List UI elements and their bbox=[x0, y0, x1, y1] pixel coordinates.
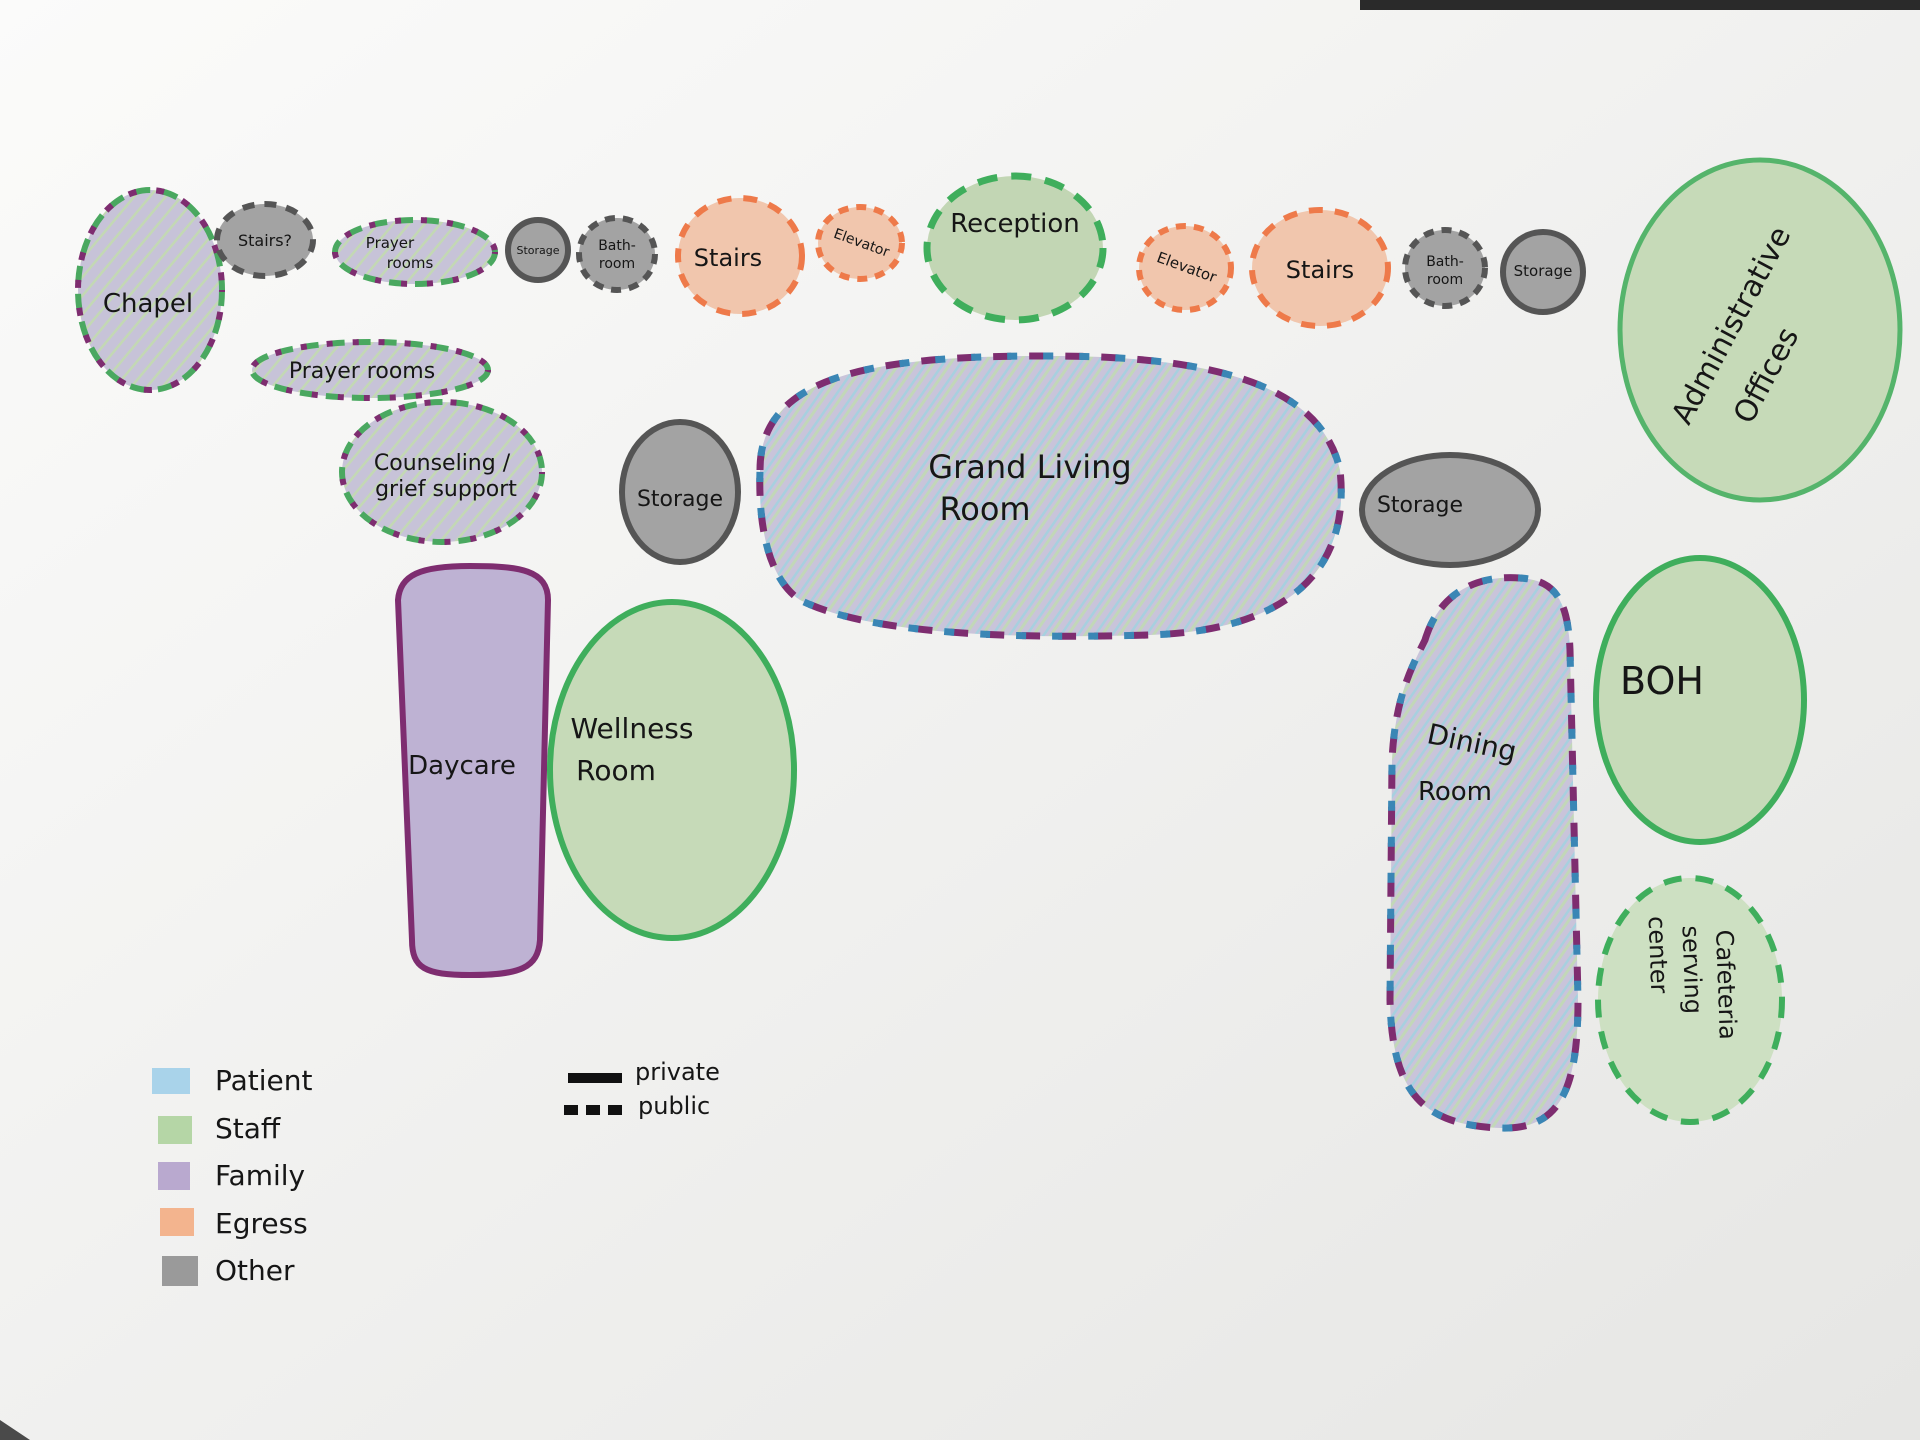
label-chapel: Chapel bbox=[103, 289, 193, 319]
label-cafeteria-2: serving bbox=[1676, 925, 1707, 1014]
legend-line-types: private public bbox=[564, 1058, 720, 1120]
legend-colors: Patient Staff Family Egress Other bbox=[152, 1064, 313, 1287]
space-bathroom-left: Bath- room bbox=[576, 215, 658, 293]
legend-swatch-other bbox=[162, 1256, 198, 1286]
label-prayer-top-1: Prayer bbox=[366, 234, 415, 252]
space-elevator-left: Elevator bbox=[815, 204, 905, 282]
space-stairs-right: Stairs bbox=[1249, 207, 1391, 329]
label-cafeteria-3: center bbox=[1643, 916, 1674, 994]
space-elevator-right: Elevator bbox=[1136, 223, 1234, 313]
space-storage-top-left: Storage bbox=[505, 217, 571, 283]
label-grand-living-1: Grand Living bbox=[928, 448, 1131, 486]
space-dining-room: Dining Room bbox=[1386, 574, 1582, 1132]
label-bathroom-right-1: Bath- bbox=[1426, 254, 1464, 270]
space-stairs-left: Stairs bbox=[675, 195, 805, 317]
space-grand-living-room: Grand Living Room bbox=[756, 352, 1345, 640]
legend-label-other: Other bbox=[215, 1254, 295, 1287]
space-chapel: Chapel bbox=[75, 187, 225, 393]
space-bathroom-right: Bath- room bbox=[1402, 227, 1488, 309]
legend-swatch-egress bbox=[160, 1208, 194, 1236]
legend-label-public: public bbox=[638, 1092, 710, 1120]
label-bathroom-right-2: room bbox=[1427, 272, 1463, 288]
space-storage-top-right: Storage bbox=[1500, 229, 1586, 315]
legend-label-patient: Patient bbox=[215, 1064, 313, 1097]
space-reception: Reception bbox=[923, 172, 1107, 324]
label-cafeteria-1: Cafeteria bbox=[1710, 929, 1742, 1040]
label-storage-right: Storage bbox=[1377, 493, 1463, 518]
label-storage-top-right: Storage bbox=[1514, 262, 1573, 280]
legend-label-staff: Staff bbox=[215, 1112, 281, 1145]
label-prayer-rooms: Prayer rooms bbox=[289, 359, 435, 384]
legend-swatch-staff bbox=[158, 1116, 192, 1144]
label-bathroom-left-2: room bbox=[599, 256, 635, 272]
label-reception: Reception bbox=[950, 209, 1080, 239]
label-daycare: Daycare bbox=[408, 751, 516, 781]
space-storage-right: Storage bbox=[1359, 452, 1541, 568]
space-administrative-offices: Administrative Offices bbox=[1617, 157, 1903, 503]
space-counseling: Counseling / grief support bbox=[339, 399, 545, 545]
label-prayer-top-2: rooms bbox=[387, 254, 434, 272]
legend-label-private: private bbox=[635, 1058, 720, 1086]
label-dining-2: Room bbox=[1418, 777, 1492, 807]
label-grand-living-2: Room bbox=[939, 490, 1030, 528]
space-prayer-rooms-top: Prayer rooms bbox=[332, 217, 498, 287]
label-counseling-1: Counseling / bbox=[374, 451, 511, 476]
label-wellness-2: Room bbox=[576, 754, 656, 787]
space-stairs-small: Stairs? bbox=[214, 201, 316, 279]
space-boh: BOH bbox=[1593, 555, 1807, 845]
legend-swatch-patient bbox=[152, 1068, 190, 1094]
space-storage-mid: Storage bbox=[619, 419, 741, 565]
label-boh: BOH bbox=[1620, 659, 1704, 703]
label-stairs-right: Stairs bbox=[1286, 256, 1354, 284]
label-bathroom-left-1: Bath- bbox=[598, 238, 636, 254]
legend-label-family: Family bbox=[215, 1159, 305, 1192]
label-counseling-2: grief support bbox=[375, 477, 517, 502]
legend-swatch-family bbox=[158, 1162, 190, 1190]
space-prayer-rooms: Prayer rooms bbox=[249, 339, 491, 401]
label-storage-top-left: Storage bbox=[516, 244, 559, 257]
legend-label-egress: Egress bbox=[215, 1207, 308, 1240]
label-storage-mid: Storage bbox=[637, 487, 723, 512]
space-daycare: Daycare bbox=[394, 562, 552, 979]
label-stairs-small: Stairs? bbox=[238, 231, 292, 250]
label-wellness-1: Wellness bbox=[571, 712, 694, 745]
space-cafeteria: Cafeteria serving center bbox=[1595, 875, 1785, 1125]
dark-edge-top-right bbox=[1360, 0, 1920, 10]
space-wellness-room: Wellness Room bbox=[547, 599, 797, 941]
label-stairs-left: Stairs bbox=[694, 244, 762, 272]
